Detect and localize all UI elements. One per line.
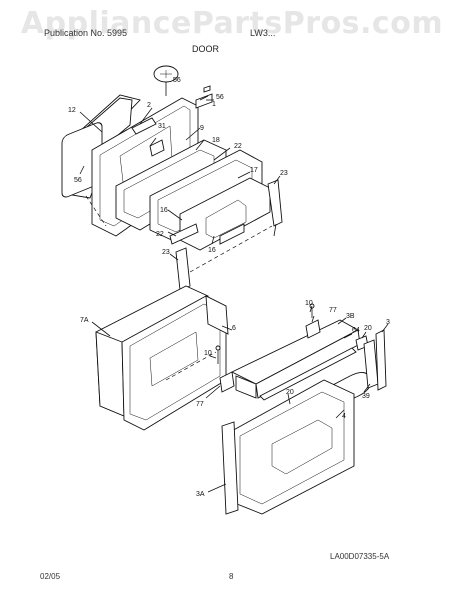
callout-23-right: 23: [280, 170, 288, 177]
callout-16-right: 16: [208, 247, 216, 254]
part-16-glass-retainer: [169, 177, 271, 251]
callout-labels: 56 2 12 56 1 9 31 18 56 22 17 23 16 16 2…: [68, 77, 390, 498]
callout-39: 39: [362, 393, 370, 400]
model-number: LW3...: [250, 28, 276, 38]
callout-9: 9: [200, 125, 204, 132]
callout-3A: 3A: [196, 491, 205, 498]
part-77-clip-right: [305, 319, 321, 339]
callout-6: 6: [232, 325, 236, 332]
part-23-hinge-right: [267, 179, 283, 237]
part-4-outer-door: [229, 379, 355, 515]
screw-alignment-line: [85, 195, 107, 227]
callout-3B: 3B: [346, 313, 355, 320]
part-7A-outer-panel: [95, 285, 227, 431]
callout-16-left: 16: [160, 207, 168, 214]
part-2-bracket: [131, 117, 165, 157]
callout-10-left: 10: [204, 350, 212, 357]
callout-1: 1: [212, 101, 216, 108]
callout-64: 64: [352, 327, 360, 334]
leader-lines: [79, 95, 389, 493]
callout-2: 2: [147, 102, 151, 109]
part-10-screw-left: [215, 345, 221, 364]
callout-56-top: 56: [173, 77, 181, 84]
part-3-side-trim: [375, 329, 387, 391]
footer-page-number: 8: [229, 572, 234, 581]
section-title: DOOR: [192, 44, 219, 54]
callout-56-left: 56: [74, 177, 82, 184]
callout-20-right: 20: [364, 325, 372, 332]
callout-56-right: 56: [216, 94, 224, 101]
callout-20-left: 20: [286, 389, 294, 396]
callout-3: 3: [386, 319, 390, 326]
part-77-clip-left: [219, 371, 235, 393]
part-6-frame: [205, 295, 229, 335]
callout-7A: 7A: [80, 317, 89, 324]
callout-22-top: 22: [234, 143, 242, 150]
callout-12: 12: [68, 107, 76, 114]
callout-77-left: 77: [196, 401, 204, 408]
publication-number: Publication No. 5995: [44, 28, 128, 38]
hinge-alignment-line: [189, 225, 273, 273]
callout-10-right: 10: [305, 300, 313, 307]
watermark: AppliancePartsPros.com: [20, 6, 444, 41]
callout-77-right: 77: [329, 307, 337, 314]
callout-23-left: 23: [162, 249, 170, 256]
callout-18: 18: [212, 137, 220, 144]
callout-17: 17: [250, 167, 258, 174]
part-1-clip: [195, 85, 213, 109]
part-56-screw: [153, 65, 179, 96]
callout-4: 4: [342, 413, 346, 420]
footer-date: 02/05: [40, 572, 61, 581]
illustration-code: LA00D07335-5A: [330, 552, 390, 561]
part-64-trim-strip: [259, 347, 357, 401]
callout-22-bottom: 22: [156, 231, 164, 238]
callout-31: 31: [158, 123, 166, 130]
